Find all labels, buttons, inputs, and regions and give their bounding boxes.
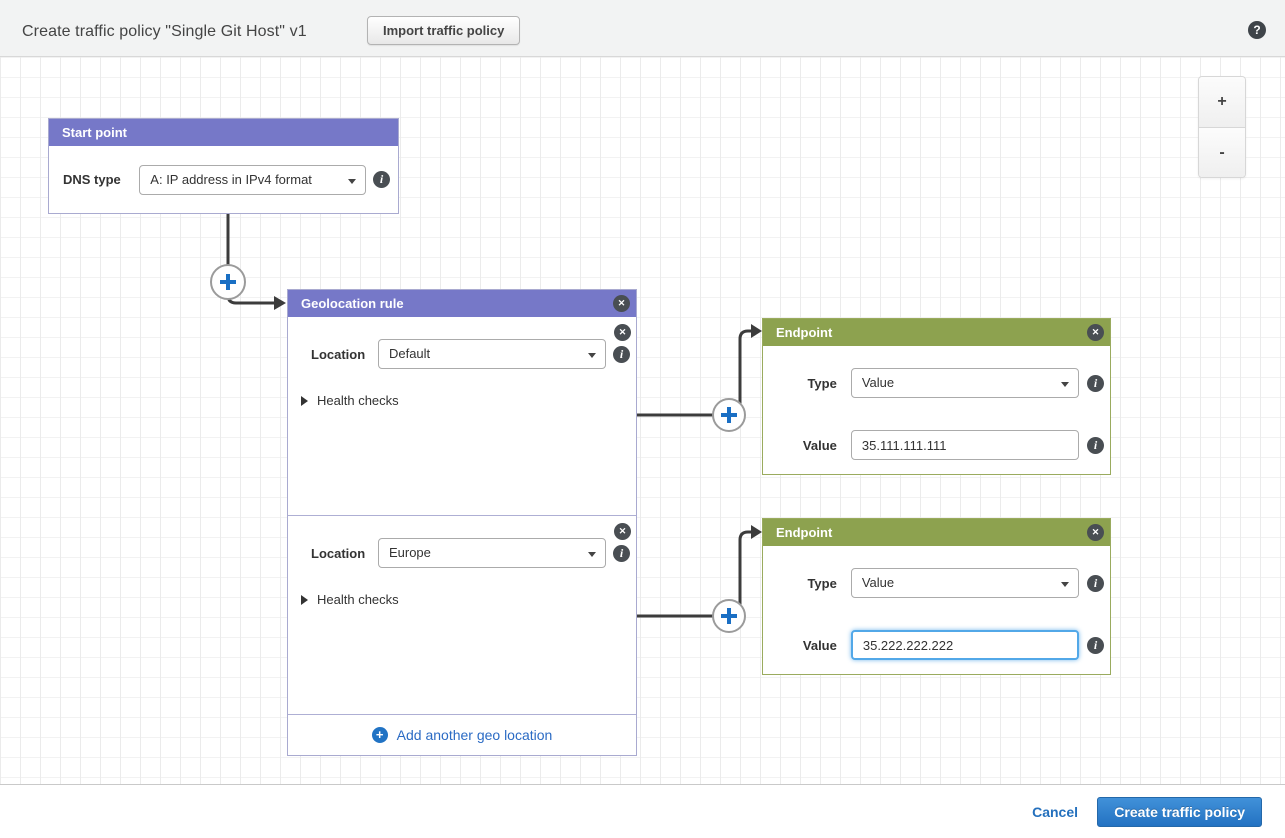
location-select[interactable]: Default [378, 339, 606, 369]
bottom-action-bar: Cancel Create traffic policy [0, 786, 1285, 838]
value-info-icon[interactable]: i [1087, 437, 1104, 454]
geolocation-rule-node: Geolocation rule ✕ ✕ Location Default i … [287, 289, 637, 756]
chevron-down-icon [348, 179, 356, 184]
page-title: Create traffic policy "Single Git Host" … [22, 23, 307, 41]
add-endpoint-connector-button-1[interactable] [713, 399, 745, 431]
dns-type-info-icon[interactable]: i [373, 171, 390, 188]
location-value: Europe [389, 545, 431, 560]
type-info-icon[interactable]: i [1087, 575, 1104, 592]
close-icon[interactable]: ✕ [1087, 324, 1104, 341]
endpoint-node-2: Endpoint ✕ Type Value i Value i [762, 518, 1111, 675]
close-icon[interactable]: ✕ [613, 295, 630, 312]
add-rule-connector-button[interactable] [211, 265, 245, 299]
zoom-controls: + - [1198, 76, 1246, 178]
endpoint-value-input[interactable] [851, 630, 1079, 660]
arrowhead-icon [751, 324, 762, 338]
endpoint-title: Endpoint [776, 325, 832, 340]
chevron-down-icon [1061, 382, 1069, 387]
type-label: Type [777, 376, 851, 391]
import-traffic-policy-button[interactable]: Import traffic policy [367, 16, 520, 45]
location-info-icon[interactable]: i [613, 545, 630, 562]
chevron-right-icon [301, 595, 308, 605]
geo-section-default: ✕ Location Default i Health checks [288, 317, 636, 516]
health-checks-label: Health checks [317, 393, 399, 408]
create-traffic-policy-button[interactable]: Create traffic policy [1097, 797, 1262, 827]
top-bar: Create traffic policy "Single Git Host" … [0, 0, 1285, 57]
chevron-down-icon [588, 552, 596, 557]
endpoint-type-value: Value [862, 375, 894, 390]
chevron-down-icon [588, 353, 596, 358]
geolocation-rule-title: Geolocation rule [301, 296, 404, 311]
endpoint-header: Endpoint ✕ [763, 319, 1110, 346]
value-label: Value [777, 638, 851, 653]
endpoint-type-select[interactable]: Value [851, 368, 1079, 398]
add-geo-location-label: Add another geo location [397, 727, 553, 743]
endpoint-type-value: Value [862, 575, 894, 590]
close-icon[interactable]: ✕ [1087, 524, 1104, 541]
cancel-link[interactable]: Cancel [1032, 804, 1078, 820]
add-endpoint-connector-button-2[interactable] [713, 600, 745, 632]
geo-section-europe: ✕ Location Europe i Health checks [288, 516, 636, 715]
type-label: Type [777, 576, 851, 591]
endpoint-header: Endpoint ✕ [763, 519, 1110, 546]
dns-type-select[interactable]: A: IP address in IPv4 format [139, 165, 366, 195]
zoom-in-button[interactable]: + [1199, 77, 1245, 127]
start-point-header: Start point [49, 119, 398, 146]
endpoint-title: Endpoint [776, 525, 832, 540]
endpoint-type-select[interactable]: Value [851, 568, 1079, 598]
dns-type-label: DNS type [63, 172, 139, 187]
arrowhead-icon [751, 525, 762, 539]
health-checks-toggle[interactable]: Health checks [301, 592, 636, 607]
endpoint-value-input[interactable] [851, 430, 1079, 460]
dns-type-value: A: IP address in IPv4 format [150, 172, 312, 187]
help-icon[interactable]: ? [1248, 21, 1266, 39]
policy-canvas[interactable]: Start point DNS type A: IP address in IP… [0, 57, 1285, 785]
location-label: Location [311, 546, 378, 561]
endpoint-node-1: Endpoint ✕ Type Value i Value i [762, 318, 1111, 475]
close-icon[interactable]: ✕ [614, 523, 631, 540]
type-info-icon[interactable]: i [1087, 375, 1104, 392]
chevron-down-icon [1061, 582, 1069, 587]
close-icon[interactable]: ✕ [614, 324, 631, 341]
add-geo-location-link[interactable]: + Add another geo location [288, 715, 636, 754]
zoom-out-button[interactable]: - [1199, 127, 1245, 177]
geolocation-rule-header: Geolocation rule ✕ [288, 290, 636, 317]
location-select[interactable]: Europe [378, 538, 606, 568]
location-label: Location [311, 347, 378, 362]
start-point-node: Start point DNS type A: IP address in IP… [48, 118, 399, 214]
location-info-icon[interactable]: i [613, 346, 630, 363]
health-checks-label: Health checks [317, 592, 399, 607]
value-info-icon[interactable]: i [1087, 637, 1104, 654]
location-value: Default [389, 346, 430, 361]
plus-icon: + [372, 727, 388, 743]
value-label: Value [777, 438, 851, 453]
health-checks-toggle[interactable]: Health checks [301, 393, 636, 408]
chevron-right-icon [301, 396, 308, 406]
arrowhead-icon [274, 296, 286, 310]
